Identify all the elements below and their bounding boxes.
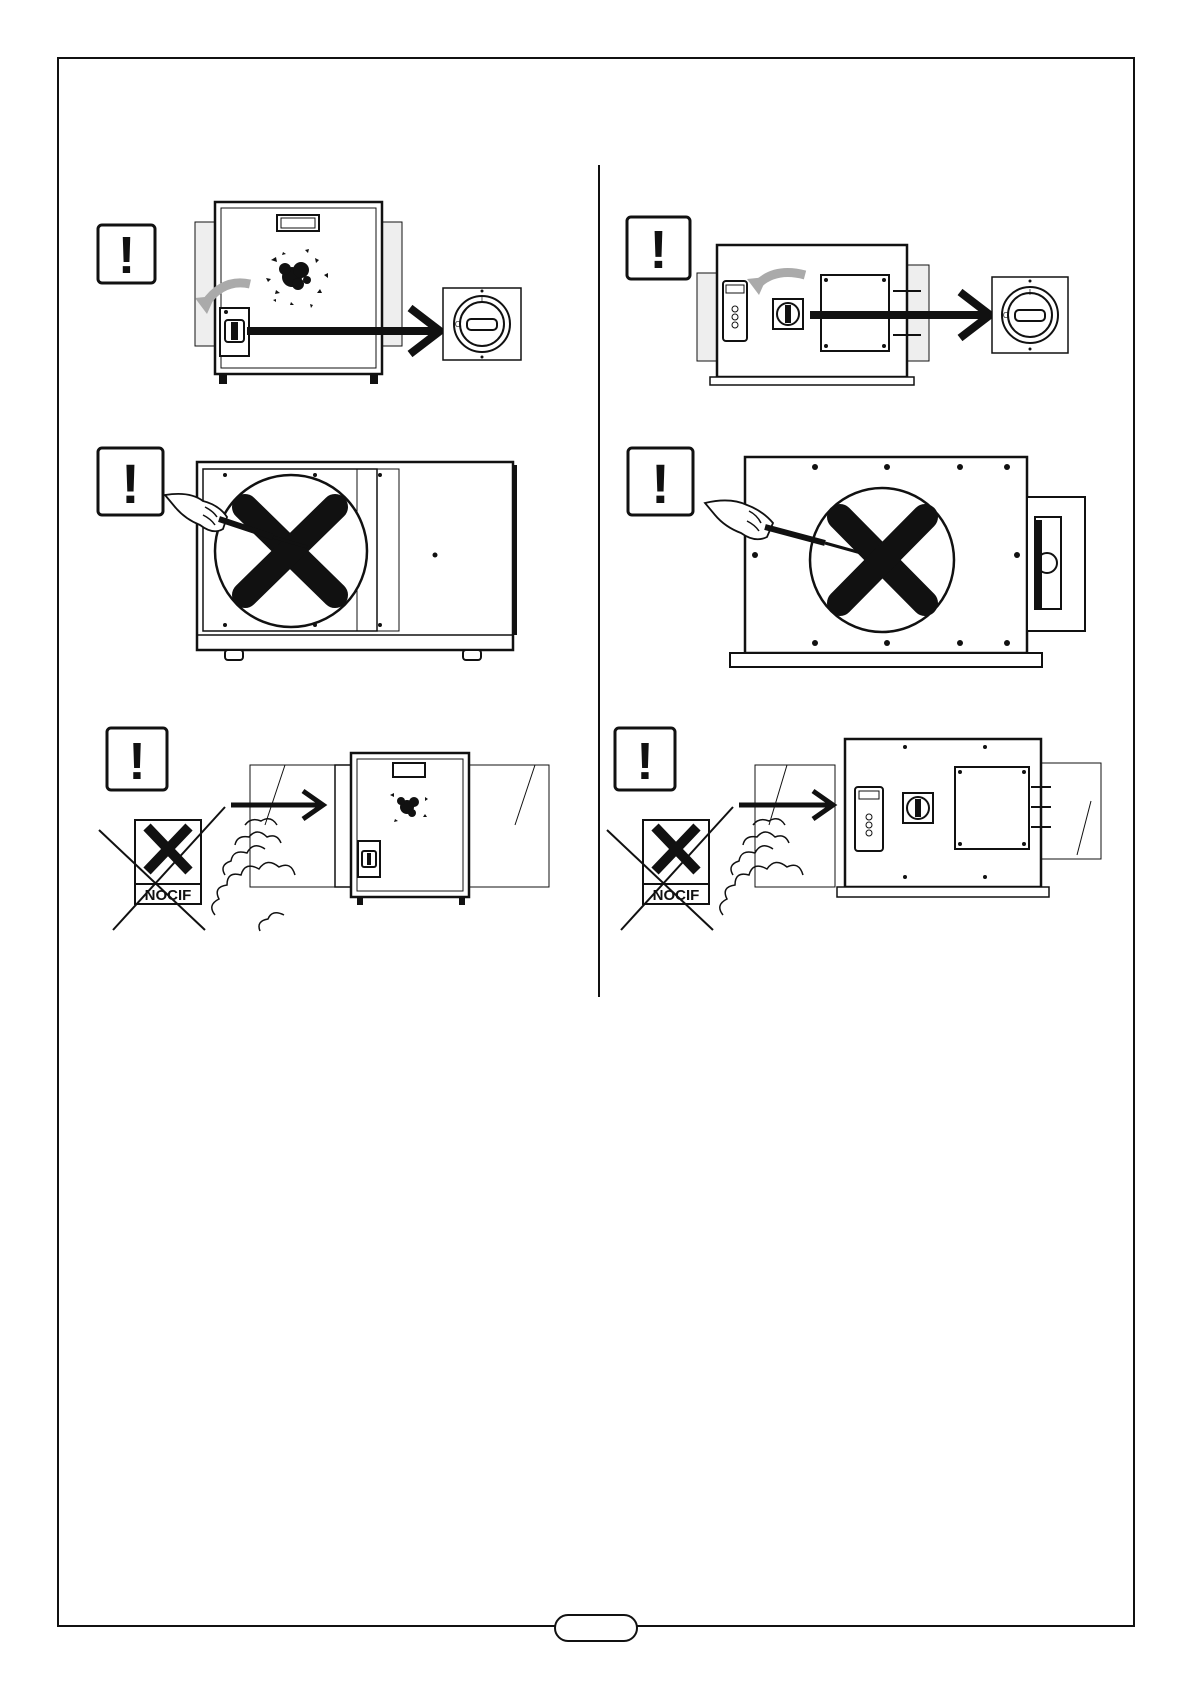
figure-fan-prohibited-front: ! — [95, 445, 525, 675]
figure-fan-prohibited-side: ! — [625, 445, 1095, 675]
rotary-switch-detail: I O — [992, 277, 1068, 353]
harmful-substance-label: NOCIF — [135, 820, 201, 904]
warning-exclamation-icon: ! — [627, 217, 690, 280]
warning-exclamation-icon: ! — [98, 448, 163, 515]
no-harmful-gas-side-diagram: ! NOCIF — [605, 725, 1105, 955]
warning-exclamation-icon: ! — [615, 728, 675, 791]
warning-exclamation-icon: ! — [98, 225, 155, 285]
svg-text:O: O — [455, 320, 461, 329]
svg-text:I: I — [481, 296, 483, 305]
right-arrow-icon — [739, 791, 833, 819]
figure-switch-off-side-unit: ! I — [625, 215, 1085, 395]
svg-text:O: O — [1003, 311, 1009, 320]
svg-text:!: ! — [651, 452, 670, 515]
svg-text:!: ! — [636, 733, 653, 791]
page-number-tab — [554, 1614, 638, 1642]
svg-text:!: ! — [121, 452, 140, 515]
no-harmful-gas-front-diagram: ! NOCIF — [95, 725, 595, 955]
gas-cloud — [212, 819, 295, 931]
harmful-substance-label: NOCIF — [643, 820, 709, 904]
warning-exclamation-icon: ! — [107, 728, 167, 791]
figure-no-harmful-gas-side: ! NOCIF — [605, 725, 1105, 955]
warning-exclamation-icon: ! — [628, 448, 693, 515]
svg-text:!: ! — [128, 733, 145, 791]
switch-off-side-diagram: ! I — [625, 215, 1085, 395]
fan-prohibited-side-diagram: ! — [625, 445, 1095, 675]
figure-no-harmful-gas-front: ! NOCIF — [95, 725, 595, 955]
duct — [250, 765, 351, 887]
switch-off-front-diagram: ! — [95, 190, 575, 400]
svg-text:!: ! — [118, 227, 135, 285]
rotary-switch-detail: I O — [443, 288, 521, 360]
column-divider — [598, 165, 600, 997]
figure-switch-off-front-unit: ! — [95, 190, 575, 400]
svg-text:!: ! — [650, 220, 668, 280]
right-arrow-icon — [231, 791, 323, 819]
svg-text:I: I — [1029, 288, 1031, 297]
gas-cloud — [720, 819, 803, 915]
fan-prohibited-front-diagram: ! — [95, 445, 525, 675]
